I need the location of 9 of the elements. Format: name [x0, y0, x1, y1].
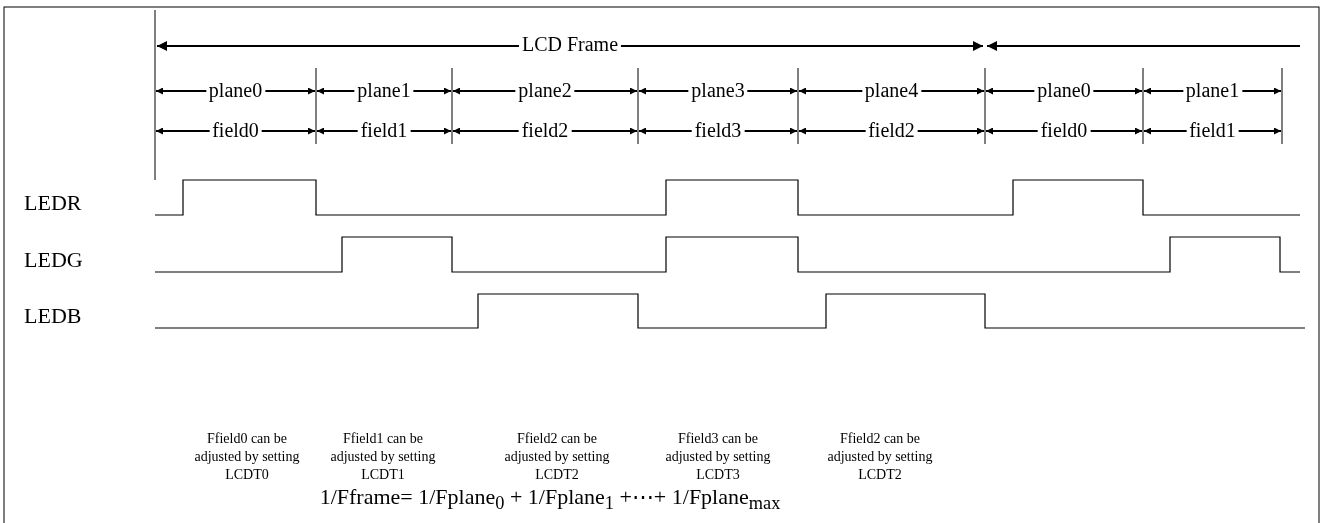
signal-name: LEDG: [24, 248, 83, 273]
note-text: Ffield1 can be adjusted by setting LCDT1: [329, 430, 437, 485]
note-text: Ffield0 can be adjusted by setting LCDT0: [193, 430, 301, 485]
note-text: Ffield2 can be adjusted by setting LCDT2: [826, 430, 934, 485]
signal-name: LEDR: [24, 191, 82, 216]
note-text: Ffield3 can be adjusted by setting LCDT3: [664, 430, 772, 485]
note-text: Ffield2 can be adjusted by setting LCDT2: [503, 430, 611, 485]
signal-name: LEDB: [24, 304, 82, 329]
formula-text: 1/Fframe= 1/Fplane$_{0}$ + 1/Fplane$_{1}$ +⋯+ 1/Fplane$_{max}$: [319, 485, 781, 514]
